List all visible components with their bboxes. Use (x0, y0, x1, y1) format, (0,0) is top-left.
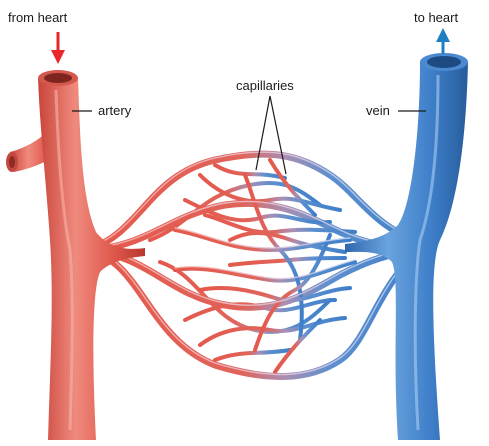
arrow-down-icon (51, 32, 65, 64)
artery-vessel (6, 70, 145, 440)
artery-label: artery (98, 103, 132, 118)
capillaries-leader-1 (255, 95, 271, 171)
vein-label: vein (366, 103, 390, 118)
leader-lines (72, 95, 426, 175)
arrow-up-icon (436, 28, 450, 54)
capillaries-label: capillaries (236, 78, 294, 93)
vein-vessel (345, 53, 468, 440)
to-heart-label: to heart (414, 10, 458, 25)
capillary-network (88, 150, 429, 380)
from-heart-label: from heart (8, 10, 68, 25)
capillaries-leader-2 (269, 95, 287, 175)
